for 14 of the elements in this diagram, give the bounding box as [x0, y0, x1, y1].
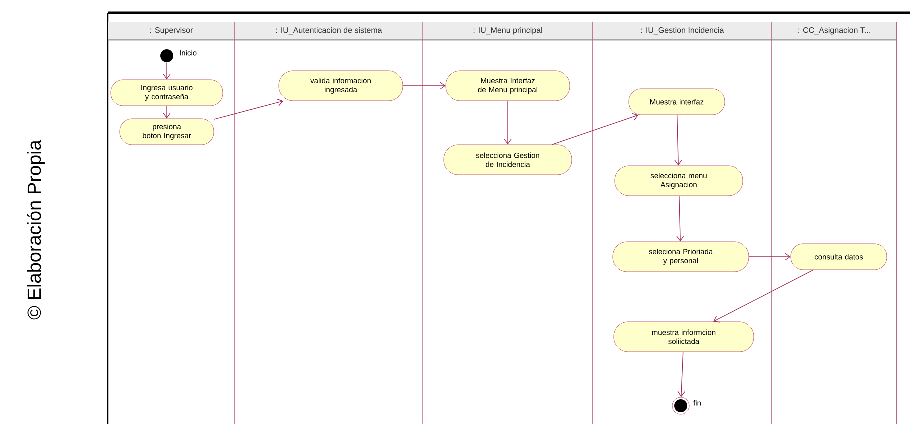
arrow: [678, 352, 686, 398]
arrow: [163, 62, 171, 80]
arrow: [674, 114, 682, 166]
start-node: [160, 50, 174, 62]
arrow: [163, 106, 171, 119]
arrow: [214, 98, 284, 120]
arrow: [552, 113, 639, 146]
end-node: [672, 397, 690, 415]
credit-text: © Elaboración Propia: [27, 140, 45, 320]
arrow: [748, 253, 791, 261]
arrow: [402, 82, 446, 90]
arrow: [676, 196, 684, 242]
arrow: [713, 270, 814, 323]
arrow: [504, 100, 512, 145]
